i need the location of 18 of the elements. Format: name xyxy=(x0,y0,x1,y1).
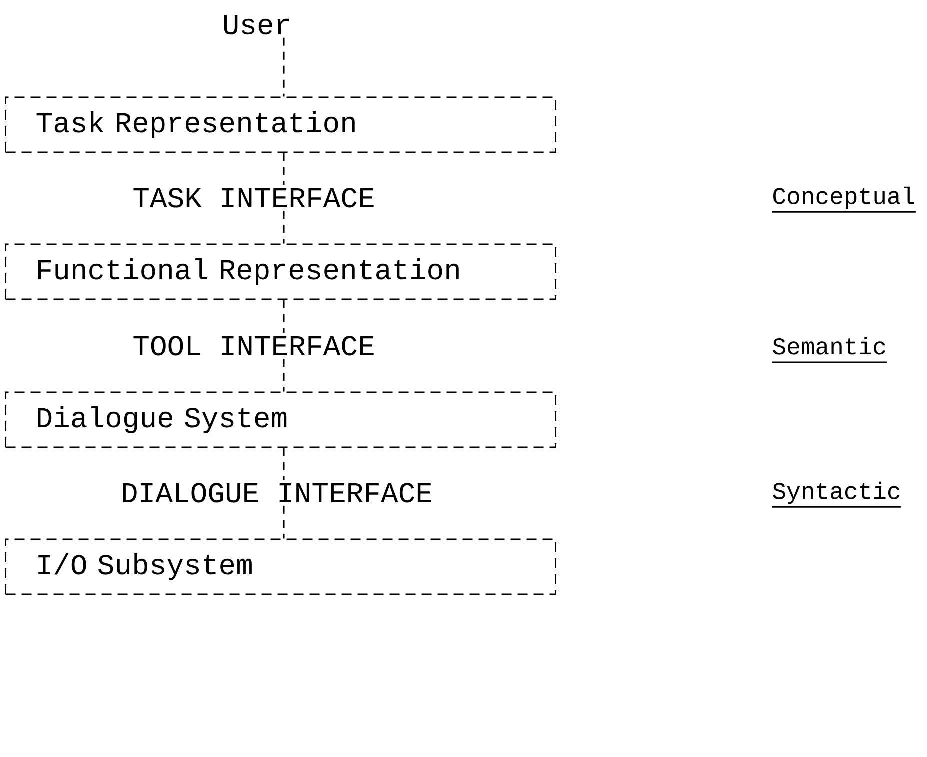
connector-line xyxy=(283,38,285,97)
layer-label: TASK INTERFACE xyxy=(134,188,374,208)
connector-line xyxy=(283,153,285,185)
layer-box: I/O Subsystem xyxy=(5,538,556,596)
user-label: User xyxy=(224,15,290,35)
level-label: Semantic xyxy=(772,337,888,364)
layer-box: Dialogue System xyxy=(5,392,556,448)
connector-line xyxy=(283,506,285,539)
level-label: Conceptual xyxy=(772,186,916,213)
connector-line xyxy=(283,359,285,392)
connector-line xyxy=(283,211,285,244)
connector-line xyxy=(283,300,285,333)
layer-label: DIALOGUE INTERFACE xyxy=(123,483,432,503)
layer-label: TOOL INTERFACE xyxy=(134,336,374,356)
level-label: Syntactic xyxy=(772,482,902,508)
connector-line xyxy=(283,448,285,480)
layer-box: Functional Representation xyxy=(5,244,556,300)
layer-box: Task Representation xyxy=(5,96,556,154)
